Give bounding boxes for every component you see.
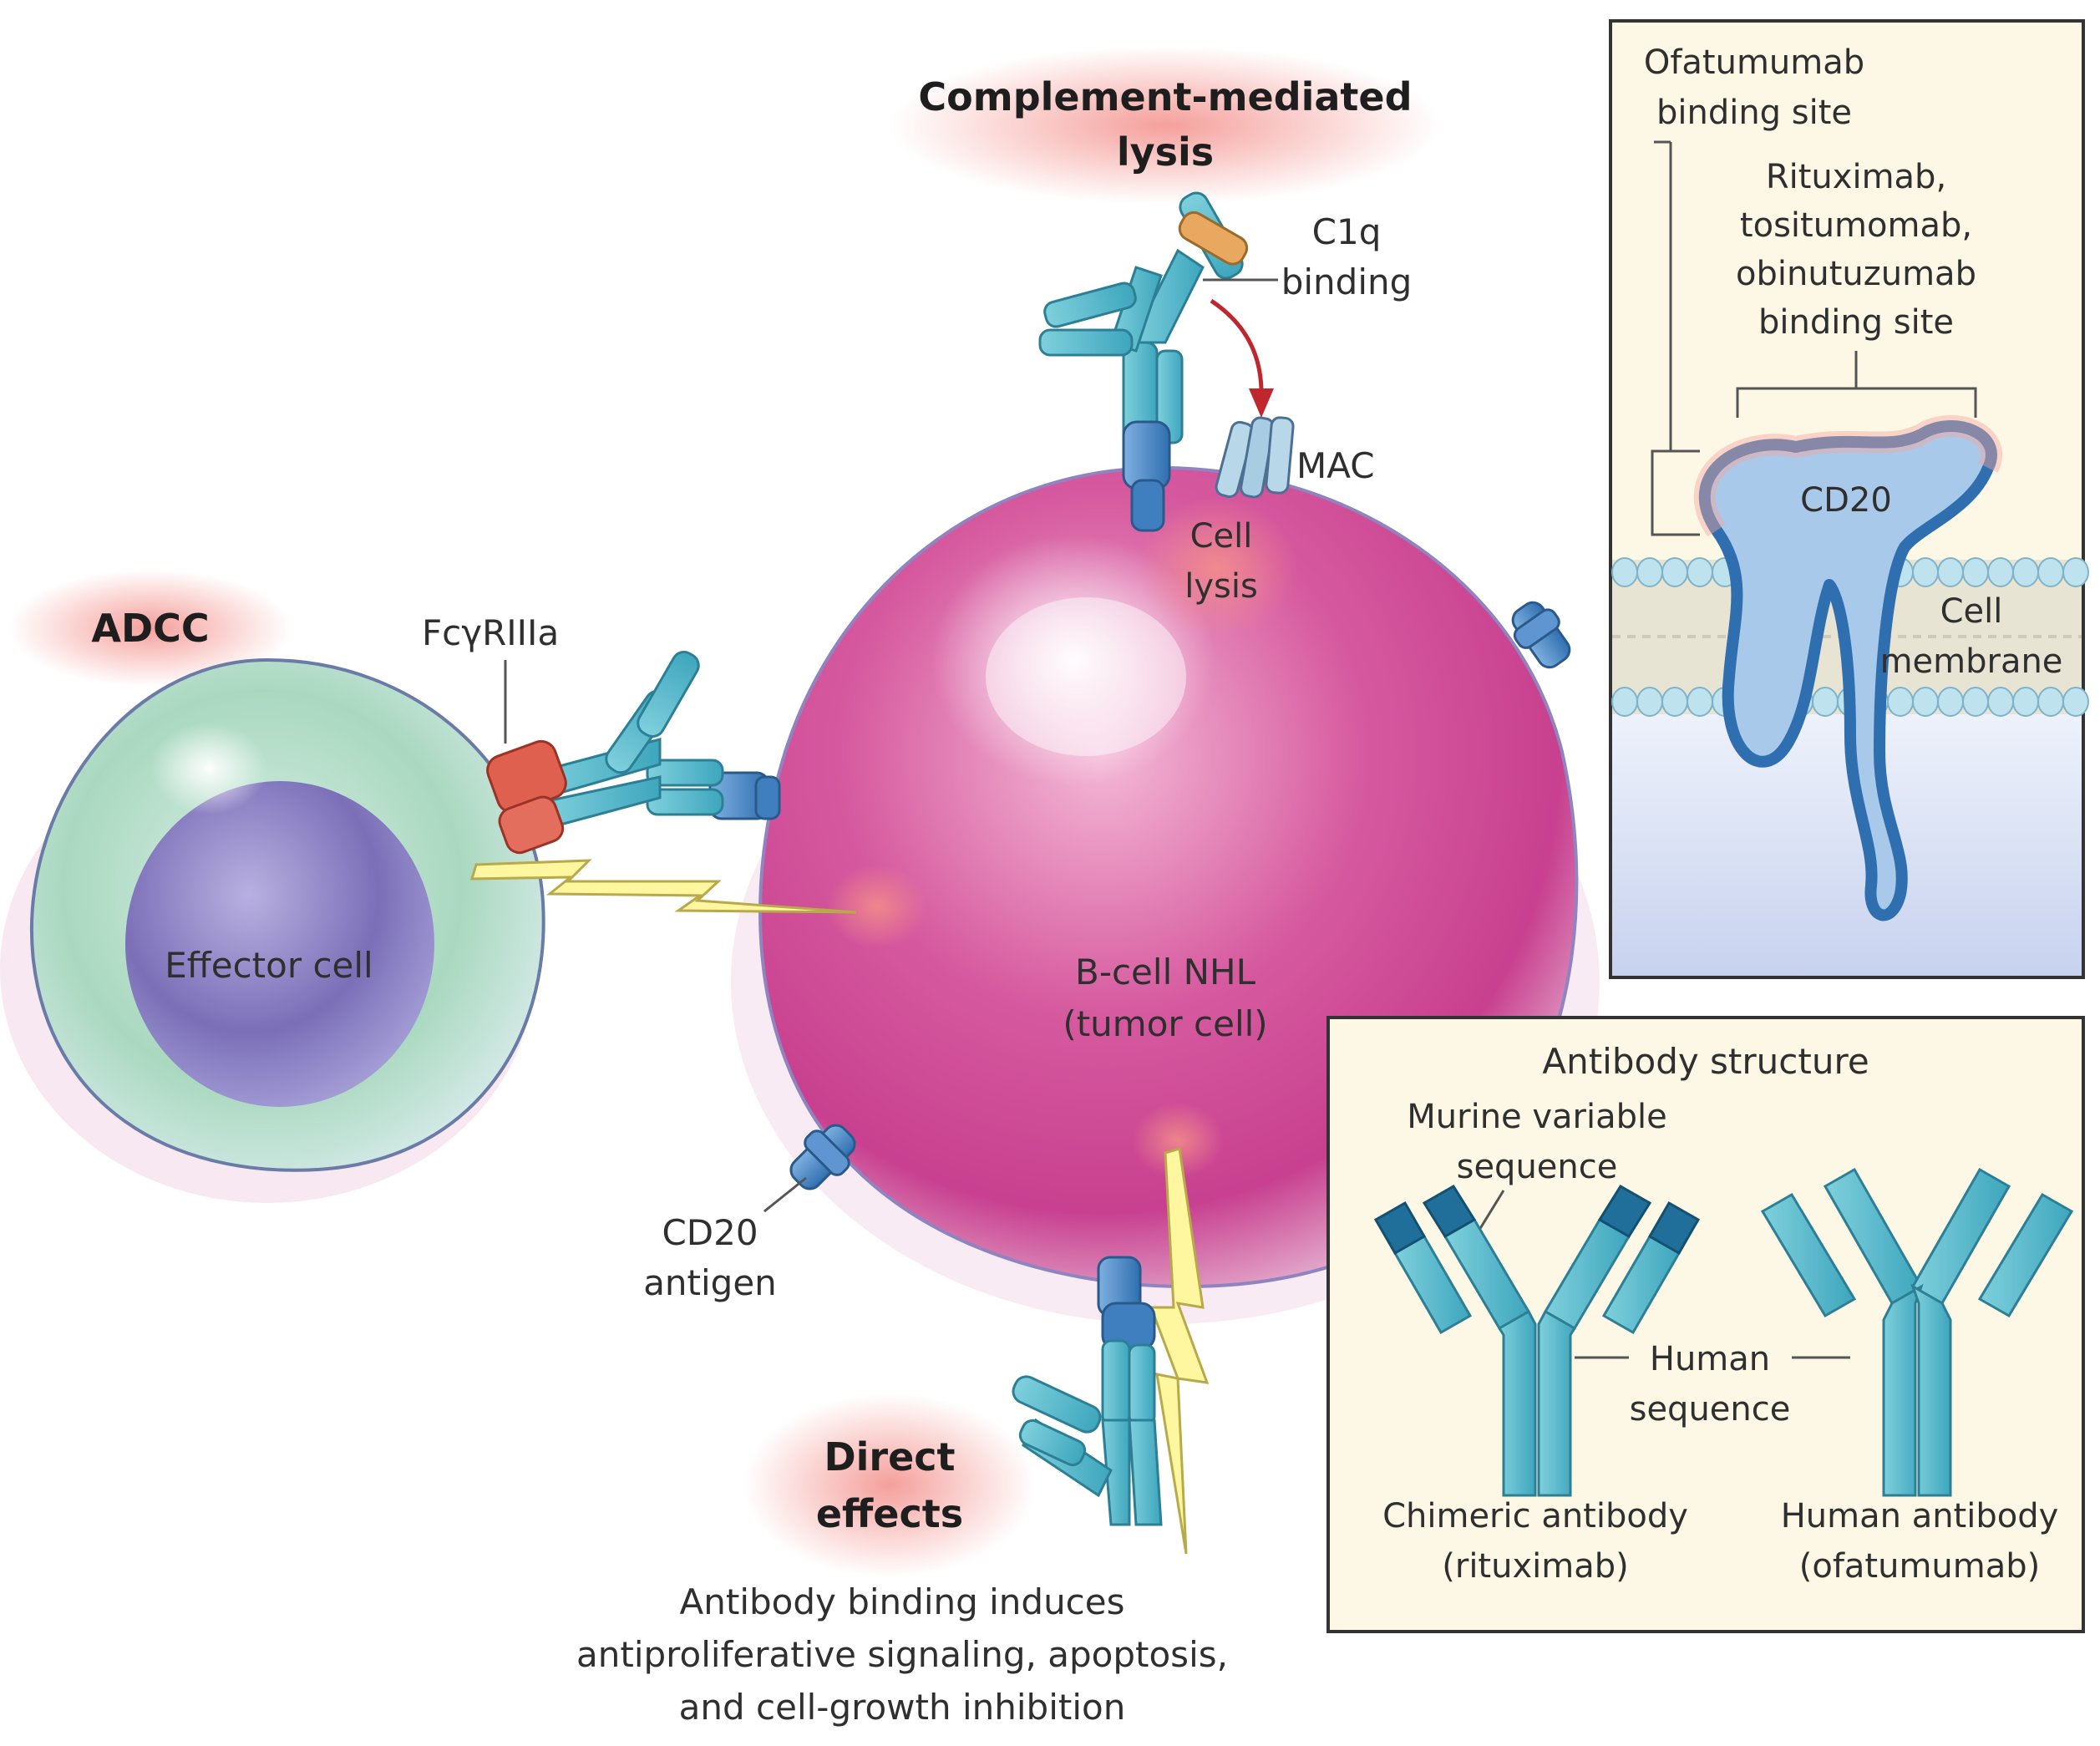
rituximab-label-4: binding site <box>1758 303 1954 342</box>
antibody-structure-inset: Antibody structure Murine variable seque… <box>1326 1016 2085 1633</box>
cd20-antigen-label: CD20 <box>662 1212 758 1253</box>
direct-effects-desc-2: antiproliferative signaling, apoptosis, <box>576 1634 1228 1675</box>
complement-title-2: lysis <box>1117 129 1214 175</box>
phospholipid-head <box>2062 557 2089 587</box>
phospholipid-head <box>1987 687 2014 717</box>
complement-arrow-icon <box>1210 298 1264 393</box>
effector-cell-label: Effector cell <box>165 945 373 986</box>
effector-nucleus <box>125 781 434 1107</box>
phospholipid-head <box>1812 687 1839 717</box>
antibody-adcc <box>533 650 781 829</box>
direct-effects-desc-3: and cell-growth inhibition <box>679 1687 1126 1728</box>
tumor-cell-label: B-cell NHL <box>1075 952 1256 992</box>
ofatumumab-bracket <box>1651 449 1700 536</box>
phospholipid-head <box>1912 687 1939 717</box>
human-antibody-label: Human antibody <box>1781 1497 2059 1535</box>
phospholipid-head <box>1611 687 1638 717</box>
antibody-complement <box>1038 191 1249 532</box>
fc-receptor-icon <box>486 739 567 855</box>
chimeric-antibody-icon <box>1373 1184 1701 1497</box>
phospholipid-head <box>1937 557 1964 587</box>
phospholipid-head <box>1687 557 1713 587</box>
cell-membrane-label-2: membrane <box>1880 642 2063 681</box>
phospholipid-head <box>2062 687 2089 717</box>
rituximab-label-3: obinutuzumab <box>1736 255 1976 293</box>
phospholipid-head <box>1912 557 1939 587</box>
phospholipid-head <box>2012 557 2039 587</box>
phospholipid-head <box>1661 687 1688 717</box>
phospholipid-head <box>1887 687 1914 717</box>
cell-membrane-label: Cell <box>1940 592 2003 631</box>
complement-arrow-head-icon <box>1249 388 1274 418</box>
phospholipid-head <box>1687 687 1713 717</box>
phospholipid-head <box>1962 687 1989 717</box>
direct-effects-desc-1: Antibody binding induces <box>680 1581 1125 1622</box>
adcc-title: ADCC <box>91 606 209 651</box>
phospholipid-head <box>2037 687 2064 717</box>
cell-lysis-label-2: lysis <box>1184 567 1258 606</box>
ofatumumab-label: Ofatumumab <box>1644 43 1864 82</box>
ofatumumab-label-2: binding site <box>1656 94 1852 132</box>
cd20-antigen-leader <box>763 1176 807 1213</box>
adcc-glow <box>8 570 292 687</box>
adcc-lightning-icon <box>469 859 857 914</box>
phospholipid-head <box>1661 557 1688 587</box>
human-sequence-label-2: sequence <box>1630 1390 1791 1429</box>
complement-glow <box>890 46 1441 205</box>
direct-effects-title-2: effects <box>816 1491 963 1536</box>
rituximab-label-2: tositumomab, <box>1740 206 1972 245</box>
phospholipid-head <box>1611 557 1638 587</box>
mac-complex-icon <box>1215 416 1295 499</box>
phospholipid-head <box>2012 687 2039 717</box>
fc-receptor-label: FcγRIIIa <box>422 612 559 653</box>
effector-cell <box>0 657 545 1203</box>
tumor-cell-label-2: (tumor cell) <box>1063 1003 1267 1044</box>
c1q-icon <box>1178 211 1249 266</box>
antibody-direct <box>1012 1256 1163 1526</box>
antibody-structure-title: Antibody structure <box>1542 1041 1869 1082</box>
murine-label-2: sequence <box>1457 1148 1618 1186</box>
cell-lysis-label: Cell <box>1190 517 1253 556</box>
c1q-label: C1q <box>1312 211 1382 252</box>
human-antibody-icon <box>1760 1167 2074 1497</box>
direct-effects-title: Direct <box>824 1434 955 1480</box>
c1q-label-2: binding <box>1281 261 1413 302</box>
cd20-antigen-label-2: antigen <box>643 1262 777 1303</box>
phospholipid-head <box>1937 687 1964 717</box>
adcc-hit-glow <box>827 865 927 948</box>
cd20-protein <box>1699 420 1997 921</box>
cd20-antigen-lower-left <box>789 1124 856 1190</box>
human-antibody-label-2: (ofatumumab) <box>1799 1547 2041 1586</box>
chimeric-antibody-label-2: (rituximab) <box>1442 1547 1628 1586</box>
direct-glow <box>743 1393 1036 1577</box>
phospholipid-head <box>1636 557 1663 587</box>
phospholipid-head <box>2037 557 2064 587</box>
cd20-antigen-right <box>1511 601 1571 669</box>
phospholipid-head <box>1636 687 1663 717</box>
murine-label: Murine variable <box>1407 1098 1666 1136</box>
direct-lightning-icon <box>1149 1147 1210 1555</box>
rituximab-label: Rituximab, <box>1766 158 1946 196</box>
chimeric-antibody-label: Chimeric antibody <box>1382 1497 1688 1535</box>
direct-hit-glow <box>1132 1103 1224 1178</box>
complement-title: Complement-mediated <box>918 74 1412 119</box>
cd20-binding-inset: Ofatumumab binding site Rituximab, tosit… <box>1609 19 2089 979</box>
mac-label: MAC <box>1296 445 1375 486</box>
phospholipid-head <box>1987 557 2014 587</box>
phospholipid-head <box>1962 557 1989 587</box>
human-sequence-label: Human <box>1650 1340 1770 1378</box>
cd20-label: CD20 <box>1800 481 1892 520</box>
cell-lysis-glow <box>1139 497 1297 639</box>
